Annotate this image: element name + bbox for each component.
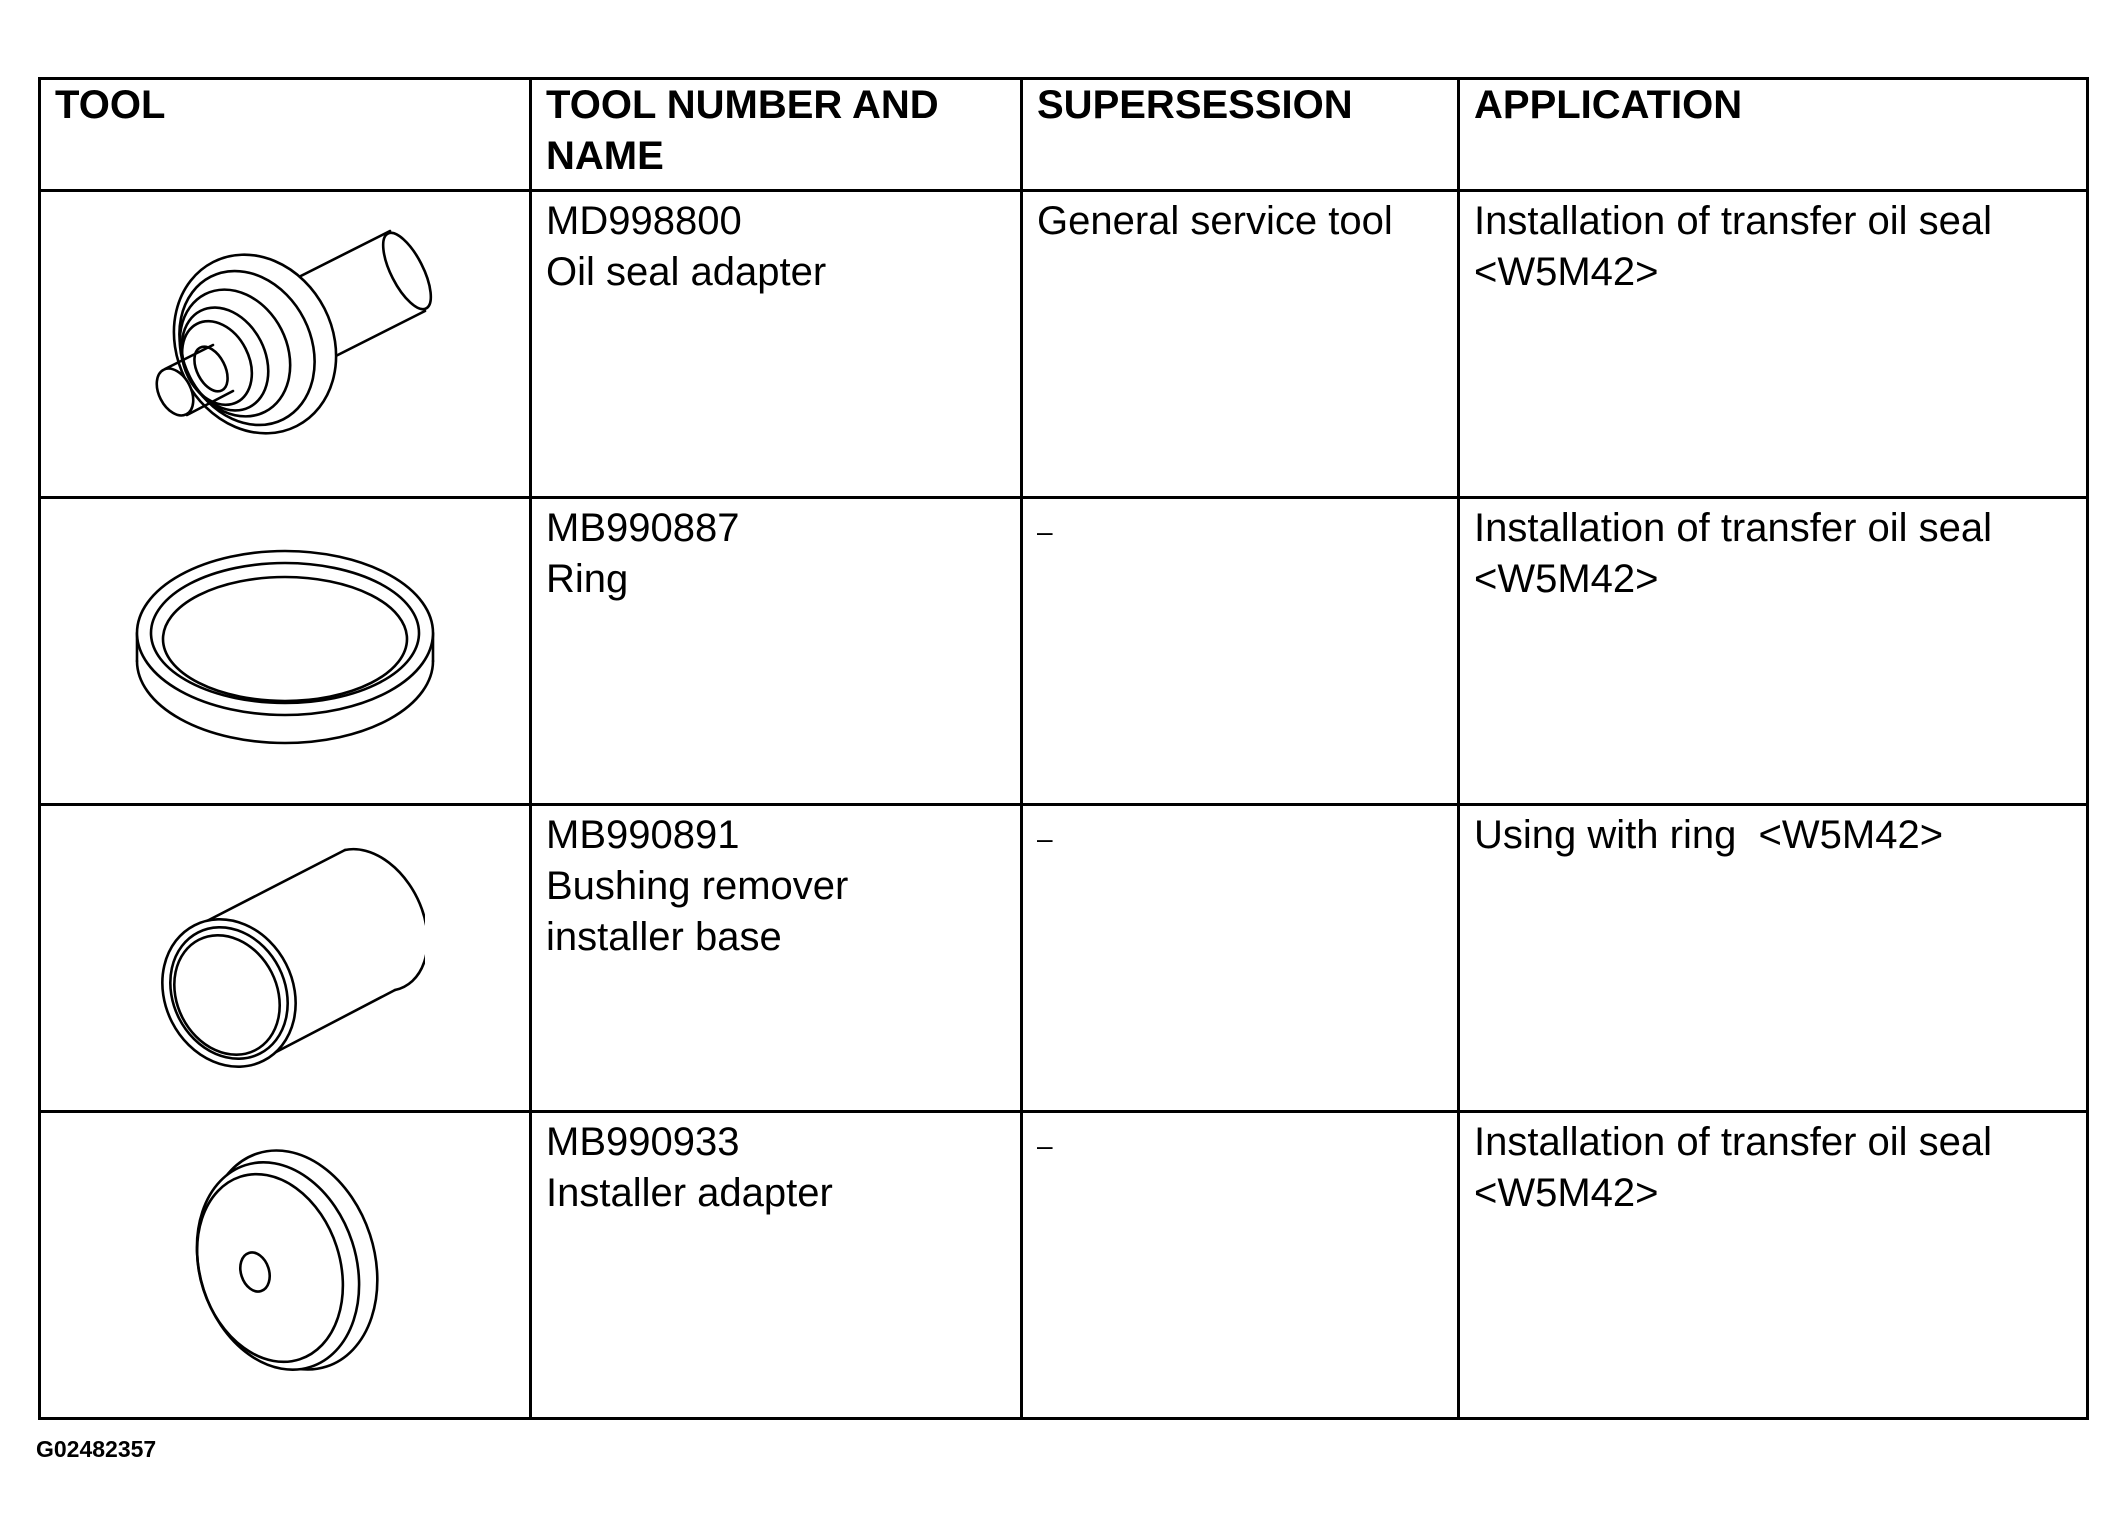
ring-icon bbox=[135, 549, 435, 745]
supersession-cell: General service tool bbox=[1020, 189, 1460, 499]
tool-number-name-cell: MB990891 Bushing remover installer base bbox=[529, 803, 1023, 1113]
application-cell: Installation of transfer oil seal <W5M42… bbox=[1457, 189, 2089, 499]
tool-image-cell bbox=[38, 1110, 532, 1420]
table-row: MB990933 Installer adapter – Installatio… bbox=[38, 1110, 2089, 1420]
application-cell: Installation of transfer oil seal <W5M42… bbox=[1457, 1110, 2089, 1420]
tool-number: MB990891 bbox=[546, 813, 740, 857]
application-line-2: <W5M42> bbox=[1474, 1171, 1659, 1215]
supersession-cell: – bbox=[1020, 496, 1460, 806]
header-application: APPLICATION bbox=[1457, 77, 2089, 192]
tool-name-line-1: Bushing remover bbox=[546, 864, 849, 908]
tool-image-cell bbox=[38, 496, 532, 806]
header-tool-number-line-1: TOOL NUMBER AND bbox=[546, 83, 939, 127]
tool-number-name-cell: MB990933 Installer adapter bbox=[529, 1110, 1023, 1420]
tool-number-name-cell: MB990887 Ring bbox=[529, 496, 1023, 806]
header-tool-number-name: TOOL NUMBER AND NAME bbox=[529, 77, 1023, 192]
tool-number: MD998800 bbox=[546, 199, 742, 243]
header-application-line: APPLICATION bbox=[1474, 83, 1743, 127]
header-row: TOOL TOOL NUMBER AND NAME SUPERSESSION A… bbox=[38, 77, 2089, 192]
tool-number: MB990933 bbox=[546, 1120, 740, 1164]
tool-image-cell bbox=[38, 189, 532, 499]
table-row: MB990887 Ring – Installation of transfer… bbox=[38, 496, 2089, 806]
supersession-text: – bbox=[1037, 823, 1053, 854]
header-tool: TOOL bbox=[38, 77, 532, 192]
application-line-1: Installation of transfer oil seal bbox=[1474, 199, 1993, 243]
application-line-1: Using with ring <W5M42> bbox=[1474, 813, 1944, 857]
tool-name: Installer adapter bbox=[546, 1171, 833, 1215]
supersession-cell: – bbox=[1020, 1110, 1460, 1420]
oil-seal-adapter-icon bbox=[155, 229, 433, 435]
supersession-cell: – bbox=[1020, 803, 1460, 1113]
supersession-text: General service tool bbox=[1037, 199, 1393, 243]
application-line-2: <W5M42> bbox=[1474, 250, 1659, 294]
tool-number: MB990887 bbox=[546, 506, 740, 550]
table-row: MB990891 Bushing remover installer base … bbox=[38, 803, 2089, 1113]
header-supersession-line: SUPERSESSION bbox=[1037, 83, 1353, 127]
application-line-1: Installation of transfer oil seal bbox=[1474, 506, 1993, 550]
table-row: MD998800 Oil seal adapter General servic… bbox=[38, 189, 2089, 499]
tool-name: Oil seal adapter bbox=[546, 250, 827, 294]
special-tools-table: TOOL TOOL NUMBER AND NAME SUPERSESSION A… bbox=[38, 77, 2089, 1420]
application-line-2: <W5M42> bbox=[1474, 557, 1659, 601]
installer-adapter-icon bbox=[195, 1149, 379, 1371]
supersession-text: – bbox=[1037, 516, 1053, 547]
header-tool-number-line-2: NAME bbox=[546, 134, 664, 178]
tool-name: Ring bbox=[546, 557, 629, 601]
header-tool-line: TOOL bbox=[55, 83, 166, 127]
supersession-text: – bbox=[1037, 1130, 1053, 1161]
header-supersession: SUPERSESSION bbox=[1020, 77, 1460, 192]
figure-id: G02482357 bbox=[36, 1436, 157, 1462]
application-line-1: Installation of transfer oil seal bbox=[1474, 1120, 1993, 1164]
tool-name-line-2: installer base bbox=[546, 915, 782, 959]
application-cell: Installation of transfer oil seal <W5M42… bbox=[1457, 496, 2089, 806]
application-cell: Using with ring <W5M42> bbox=[1457, 803, 2089, 1113]
bushing-remover-installer-base-icon bbox=[161, 847, 425, 1068]
tool-number-name-cell: MD998800 Oil seal adapter bbox=[529, 189, 1023, 499]
tool-image-cell bbox=[38, 803, 532, 1113]
